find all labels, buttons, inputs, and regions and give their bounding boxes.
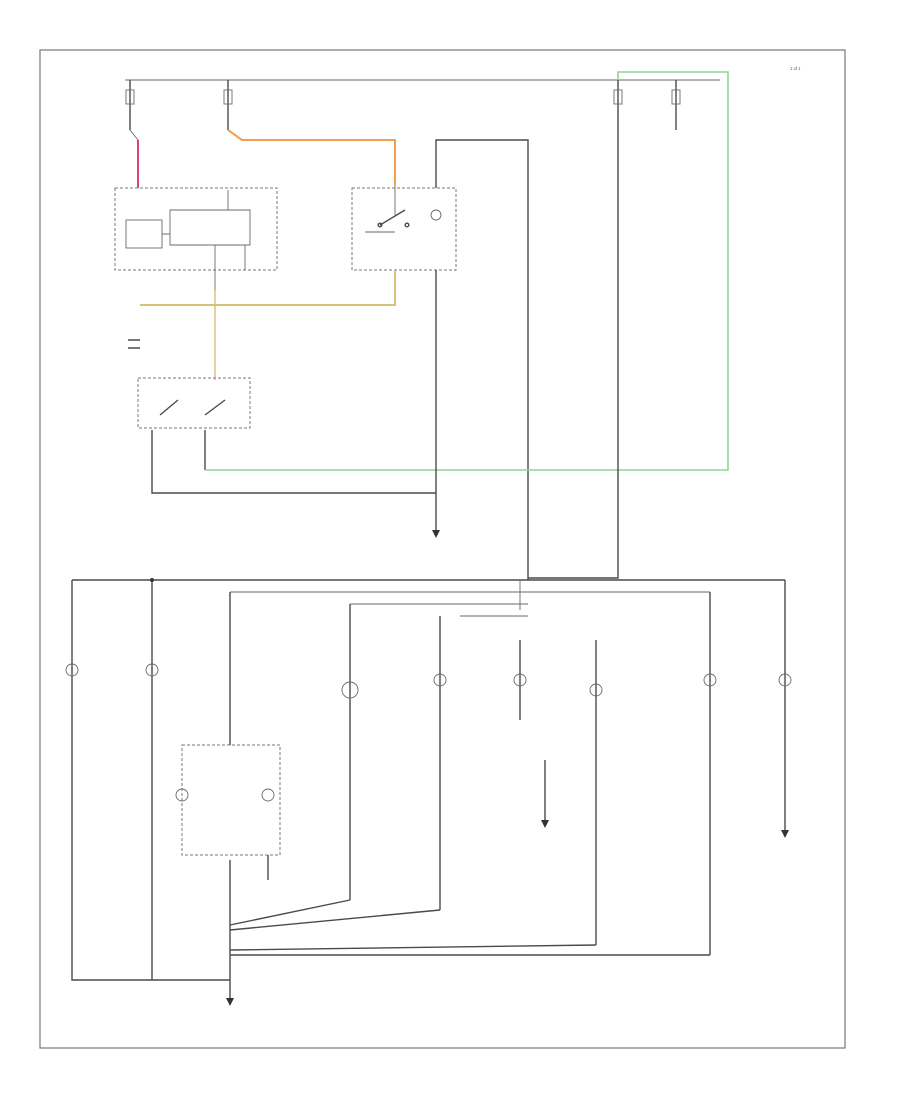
switch-icon: [377, 209, 410, 228]
control-module-box: [114, 187, 278, 271]
bulb-icon: [341, 681, 359, 699]
feed-wire: [435, 139, 529, 580]
bulb-icon: [261, 788, 275, 802]
bulb-icon: [589, 683, 603, 697]
bulb-icon: [175, 788, 189, 802]
ground-icon: [541, 820, 549, 828]
bulb-icon: [778, 673, 792, 687]
right-feed-wire: [528, 130, 619, 579]
ground-bus-left: [151, 430, 436, 494]
fuse-icon: [125, 80, 135, 130]
cluster-box: [181, 744, 281, 856]
bulb-icon: [513, 673, 527, 687]
switch-icon: [159, 399, 226, 416]
bulb-icon: [433, 673, 447, 687]
tan-wire-horizontal: [140, 270, 396, 306]
module-inner-box: [125, 219, 163, 249]
fuse-icon: [671, 80, 681, 130]
bulb-icon: [430, 209, 442, 221]
bulb-icon: [703, 673, 717, 687]
ground-icon: [781, 830, 789, 838]
orange-wire: [227, 129, 396, 185]
switch-box: [351, 187, 457, 271]
lower-switch-box: [137, 377, 251, 429]
green-wire: [205, 71, 729, 471]
diagram-frame: [39, 49, 846, 1049]
bulb-icon: [145, 663, 159, 677]
fuse-icon: [613, 80, 623, 130]
bulb-icon: [65, 663, 79, 677]
fuse-icon: [223, 80, 233, 130]
ground-icon: [226, 998, 234, 1006]
ground-icon: [432, 530, 440, 538]
corner-ref: 1 of 1: [790, 66, 801, 71]
